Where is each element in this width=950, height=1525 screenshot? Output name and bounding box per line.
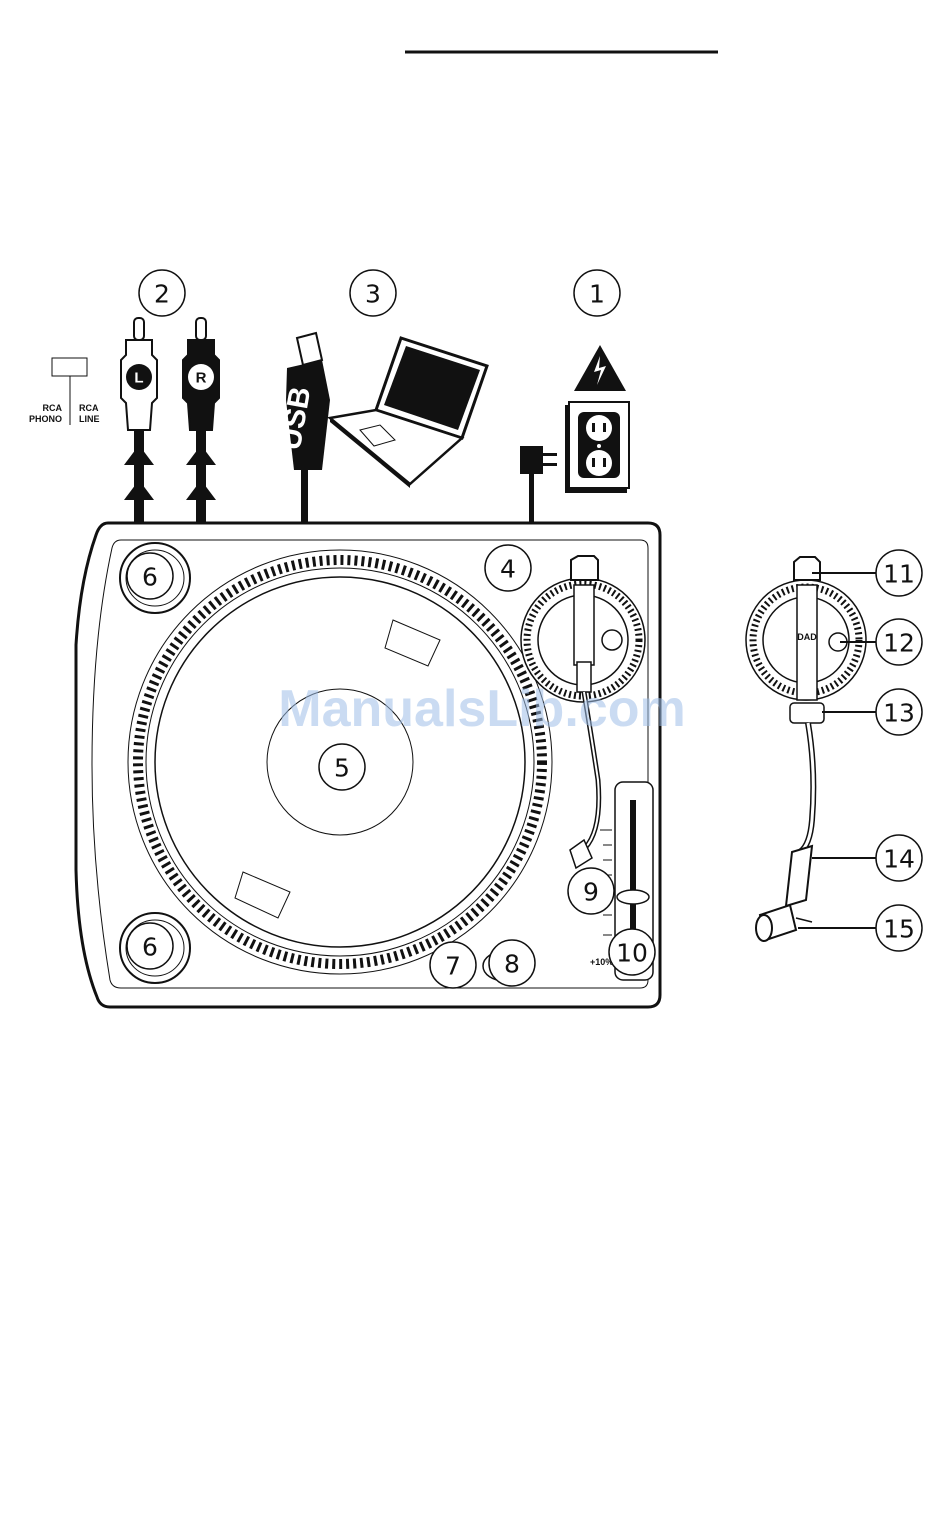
- line-label-2: LINE: [79, 414, 100, 424]
- callout-12-label: 12: [883, 629, 915, 658]
- callout-12: 12: [876, 619, 922, 665]
- phono-label-2: PHONO: [29, 414, 62, 424]
- callout-11-label: 11: [883, 560, 915, 589]
- callout-6a-label: 6: [142, 563, 158, 592]
- line-label-1: RCA: [79, 403, 99, 413]
- callout-6b-label: 6: [142, 933, 158, 962]
- callout-15-label: 15: [883, 915, 915, 944]
- callout-14-label: 14: [883, 845, 915, 874]
- watermark-text: ManualsLib.com: [278, 680, 685, 738]
- phono-label-1: RCA: [43, 403, 63, 413]
- callout-15: 15: [876, 905, 922, 951]
- rca-left-connector: L: [121, 318, 157, 525]
- counterweight-text: DAD: [797, 632, 817, 642]
- callout-1: 1: [574, 270, 620, 316]
- usb-connector: USB: [274, 333, 330, 525]
- callout-2: 2: [139, 270, 185, 316]
- phono-line-switch: RCA PHONO RCA LINE: [29, 358, 100, 425]
- foot-top: 6: [120, 543, 190, 613]
- callout-13-label: 13: [883, 699, 915, 728]
- callout-9-label: 9: [583, 878, 599, 907]
- callout-11: 11: [876, 550, 922, 596]
- callout-14: 14: [876, 835, 922, 881]
- power-outlet-icon: [565, 345, 629, 493]
- callout-13: 13: [876, 689, 922, 735]
- power-plug-icon: [520, 446, 557, 525]
- callout-10-label: 10: [616, 939, 648, 968]
- left-letter: L: [134, 370, 143, 387]
- callout-5-label: 5: [334, 754, 350, 783]
- callout-4: 4: [485, 545, 531, 591]
- callout-7: 7: [430, 942, 476, 988]
- foot-bottom: 6: [120, 913, 190, 983]
- callout-4-label: 4: [500, 555, 516, 584]
- callout-2-label: 2: [154, 280, 170, 309]
- callout-9: 9: [568, 868, 614, 914]
- platter: 5: [128, 550, 552, 974]
- right-letter: R: [196, 370, 207, 387]
- callout-10: 10: [609, 929, 655, 975]
- tonearm-detail: DAD: [746, 557, 866, 941]
- callout-8-label: 8: [504, 950, 520, 979]
- rca-right-connector: R: [183, 318, 219, 525]
- callout-3-label: 3: [365, 280, 381, 309]
- callout-7-label: 7: [445, 952, 461, 981]
- callout-8: 8: [489, 940, 535, 986]
- callout-3: 3: [350, 270, 396, 316]
- laptop-icon: [330, 338, 487, 488]
- callout-1-label: 1: [589, 280, 605, 309]
